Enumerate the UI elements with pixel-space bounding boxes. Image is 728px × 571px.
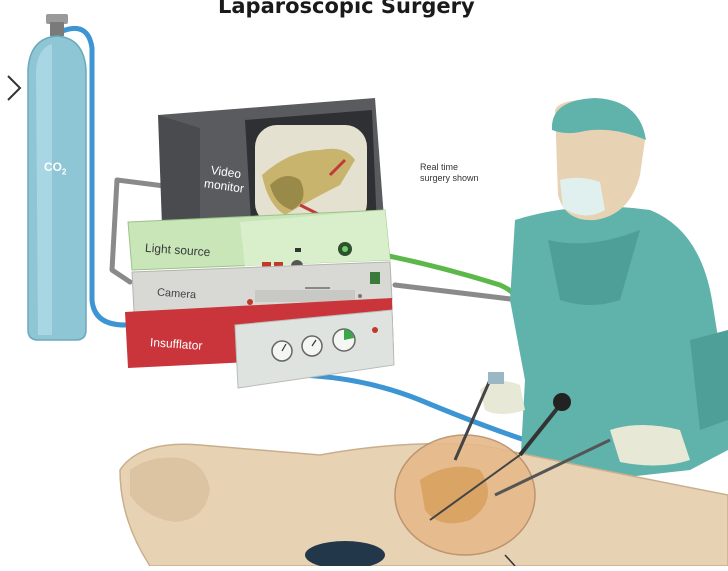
real-time-note: Real time surgery shown: [420, 162, 479, 184]
real-time-note-line2: surgery shown: [420, 173, 479, 184]
surgeon: [480, 98, 728, 480]
power-switch-icon: [342, 246, 348, 252]
gas-valve-icon: [8, 76, 20, 100]
diagram-title: Laparoscopic Surgery: [218, 0, 475, 18]
co2-tank: [28, 14, 86, 340]
video-monitor-label: Video monitor: [203, 162, 247, 195]
co2-label-subscript: 2: [62, 167, 66, 176]
real-time-note-line1: Real time: [420, 162, 479, 173]
co2-label: CO2: [44, 160, 66, 176]
co2-label-main: CO: [44, 160, 62, 174]
